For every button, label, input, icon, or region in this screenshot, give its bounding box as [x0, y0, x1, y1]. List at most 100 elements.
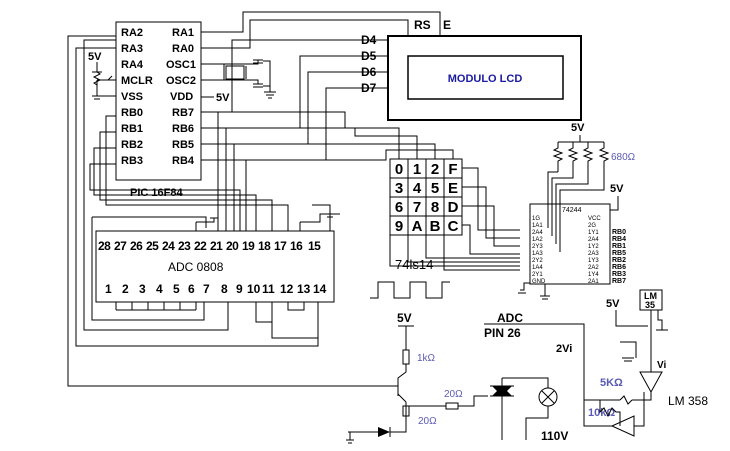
- buffer-pin-r1: VCC: [588, 216, 601, 222]
- power-stage: 5V 1kΩ 20Ω 20Ω 110V: [67, 35, 568, 444]
- pic-pin-ra3: RA3: [121, 43, 143, 55]
- sensor-stage: ADC PIN 26 2Vi 5V LM 35 Vi 5KΩ 10kΩ LM 3…: [484, 289, 708, 437]
- pic-pin-vss: VSS: [121, 91, 143, 103]
- key-d[interactable]: D: [448, 199, 459, 216]
- key-6[interactable]: 6: [395, 199, 403, 216]
- key-4[interactable]: 4: [413, 180, 422, 197]
- buffer-pin-r9: 1Y4: [588, 272, 599, 278]
- key-9[interactable]: 9: [395, 218, 403, 235]
- key-1[interactable]: 1: [413, 161, 421, 178]
- buffer-opamp: [639, 371, 663, 394]
- pic-pin-rb7: RB7: [172, 107, 194, 119]
- buffer-pin-r6: 2A3: [588, 251, 599, 257]
- r-gate: [445, 402, 459, 410]
- buffer-rb3: RB3: [612, 271, 626, 278]
- r-collector-label: 1kΩ: [417, 353, 436, 364]
- pic-pin-rb3: RB3: [121, 155, 143, 167]
- buffer-5v-label: 5V: [610, 183, 624, 195]
- lm35-supply: 5V: [606, 298, 620, 310]
- buffer-pin-l6: 1A3: [532, 251, 543, 257]
- lm35-label-2: 35: [645, 300, 655, 310]
- mclr-5v-label: 5V: [88, 51, 102, 63]
- diode-symbol: [378, 427, 390, 437]
- buffer-pin-r2: 2G: [588, 223, 596, 229]
- buffer-name: 74244: [562, 207, 582, 214]
- key-a[interactable]: A: [412, 218, 423, 235]
- buffer-rb6: RB6: [612, 264, 626, 271]
- pullup-value: 680Ω: [611, 152, 636, 163]
- buffer-rb1: RB1: [612, 243, 626, 250]
- pic-pin-rb6: RB6: [172, 123, 194, 135]
- pic-pin-ra2: RA2: [121, 27, 143, 39]
- r-collector: [402, 349, 410, 365]
- pic-pin-osc1: OSC1: [166, 59, 196, 71]
- buffer-pin-l2: 1A1: [532, 223, 543, 229]
- buffer-rb0: RB0: [612, 229, 626, 236]
- pic-pin-ra4: RA4: [121, 59, 144, 71]
- power-5v-label: 5V: [397, 311, 412, 325]
- pic-pin-osc2: OSC2: [166, 75, 196, 87]
- buffer-74244: 5V 680Ω 5V 74244 1G 1A1 2A4 1A2 2Y3 1A3 …: [518, 122, 636, 300]
- key-f[interactable]: F: [448, 161, 457, 178]
- key-e[interactable]: E: [448, 180, 458, 197]
- pic-pin-rb1: RB1: [121, 123, 143, 135]
- pic-pin-rb5: RB5: [172, 139, 194, 151]
- key-c[interactable]: C: [448, 218, 459, 235]
- lcd-outer: [387, 35, 582, 121]
- key-2[interactable]: 2: [431, 161, 439, 178]
- buffer-pin-r3: 1Y1: [588, 230, 599, 236]
- buffer-rb4: RB4: [612, 236, 626, 243]
- sensor-pin-label: PIN 26: [484, 326, 521, 340]
- keypad-row-1: 0 1 2 F: [389, 158, 463, 179]
- buffer-pin-l9: 2Y1: [532, 272, 543, 278]
- pic-body: [115, 21, 202, 181]
- buffer-pin-r8: 2A2: [588, 265, 599, 271]
- buffer-rb2: RB2: [612, 257, 626, 264]
- lcd-rs-label: RS: [414, 18, 431, 32]
- key-5[interactable]: 5: [431, 180, 439, 197]
- schmitt-label: 74ls14: [395, 257, 433, 272]
- pic-pin-vdd: VDD: [170, 91, 193, 103]
- pullup-5v-label: 5V: [571, 122, 585, 134]
- pic16f84-chip: RA2 RA3 RA4 MCLR VSS RB0 RB1 RB2 RB3 RA1…: [115, 21, 230, 199]
- r-emitter-label: 20Ω: [418, 416, 437, 427]
- key-0[interactable]: 0: [395, 161, 403, 178]
- pic-pin-mclr: MCLR: [121, 75, 153, 87]
- key-8[interactable]: 8: [431, 199, 439, 216]
- buffer-pin-l1: 1G: [532, 216, 540, 222]
- buffer-pin-l10: GND: [532, 279, 546, 285]
- key-b[interactable]: B: [430, 218, 441, 235]
- buffer-pin-l8: 1A4: [532, 265, 543, 271]
- keypad-row-3: 6 7 8 D: [389, 196, 463, 217]
- pic-pin-rb0: RB0: [121, 107, 143, 119]
- sensor-2vi-label: 2Vi: [556, 343, 572, 355]
- buffer-pin-r4: 2A4: [588, 237, 599, 243]
- pic-name: PIC 16F84: [130, 187, 183, 199]
- key-7[interactable]: 7: [413, 199, 421, 216]
- buffer-rb5: RB5: [612, 250, 626, 257]
- lcd-module: MODULO LCD RS E D4 D5 D6 D7: [361, 18, 582, 121]
- buffer-pin-l7: 2Y2: [532, 258, 543, 264]
- crystal-oscillator: [201, 59, 276, 99]
- pic-pin-rb4: RB4: [172, 155, 195, 167]
- r-top-label: 5KΩ: [600, 377, 623, 389]
- keypad-row-4: 9 A B C: [389, 215, 463, 236]
- pic-pin-ra0: RA0: [172, 43, 194, 55]
- lcd-screen: [407, 55, 564, 100]
- buffer-rb7: RB7: [612, 278, 626, 285]
- lcd-e-label: E: [443, 18, 451, 32]
- vi-label: Vi: [657, 360, 666, 371]
- lm35-label-1: LM: [644, 291, 657, 301]
- key-3[interactable]: 3: [395, 180, 403, 197]
- pic-vdd-5v: 5V: [216, 92, 230, 104]
- adc-wiring: [75, 39, 340, 347]
- schmitt-trigger: 74ls14: [370, 257, 450, 299]
- buffer-pin-r10: 2A1: [588, 279, 599, 285]
- opamp-label: LM 358: [668, 394, 708, 408]
- buffer-body: [529, 203, 611, 285]
- keypad-wiring: [201, 111, 520, 271]
- r-gate-label: 20Ω: [444, 389, 463, 400]
- buffer-pin-l4: 1A2: [532, 237, 543, 243]
